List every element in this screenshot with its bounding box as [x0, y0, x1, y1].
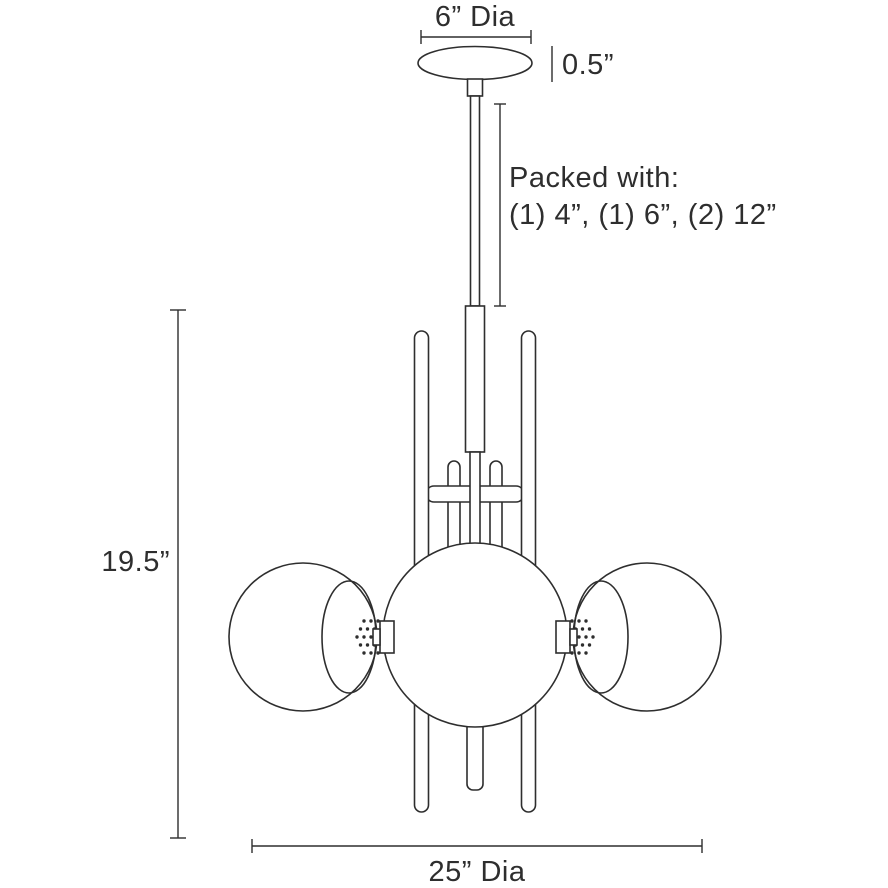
right-fitting-nut — [569, 628, 578, 646]
fixture-drawing — [228, 45, 722, 813]
left-fitting-body — [379, 620, 395, 654]
label-packed-with-sizes: (1) 4”, (1) 6”, (2) 12” — [509, 199, 777, 231]
ceiling-canopy — [417, 45, 533, 81]
center-globe — [382, 542, 568, 728]
right-globe — [572, 562, 722, 712]
right-fitting — [555, 620, 578, 654]
canopy-collar — [466, 78, 484, 97]
center-tube — [464, 305, 486, 453]
left-fitting — [372, 620, 395, 654]
dimension-top-diameter: 6” Dia — [420, 1, 532, 44]
right-globe-assembly — [563, 562, 722, 712]
label-top-diameter: 6” Dia — [435, 1, 516, 33]
dimension-bottom-diameter: 25” Dia — [251, 839, 703, 888]
dimension-fixture-height: 19.5” — [101, 309, 186, 839]
dimension-canopy-height: 0.5” — [551, 46, 614, 82]
right-fitting-body — [555, 620, 571, 654]
label-packed-with: Packed with: — [509, 162, 679, 194]
left-fitting-nut — [372, 628, 381, 646]
left-globe-assembly — [228, 562, 387, 712]
label-canopy-height: 0.5” — [562, 49, 614, 81]
label-bottom-diameter: 25” Dia — [429, 856, 526, 888]
center-stem — [469, 451, 481, 548]
downrod-stem — [469, 95, 481, 307]
left-globe — [228, 562, 378, 712]
label-fixture-height: 19.5” — [101, 546, 170, 578]
dimension-downrods: Packed with: (1) 4”, (1) 6”, (2) 12” — [494, 103, 777, 307]
